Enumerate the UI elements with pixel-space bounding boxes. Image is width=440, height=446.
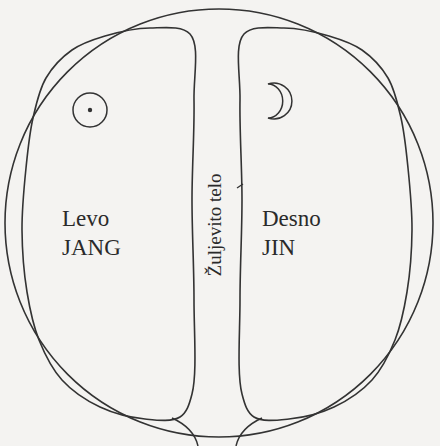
brain-stem-line (236, 418, 262, 446)
corpus-callosum-band: Žuljevito telo (195, 40, 235, 410)
hemisphere-outline-path (22, 28, 196, 421)
band-label: Žuljevito telo (203, 174, 227, 277)
sun-symbol-dot (88, 108, 92, 112)
hemisphere-label: Desno JIN (262, 205, 321, 263)
skull-outline (5, 9, 433, 437)
sun-symbol (73, 93, 107, 127)
moon-symbol (268, 83, 292, 119)
hemisphere-label: Levo JANG (62, 205, 121, 263)
left-hemisphere: Levo JANG (18, 24, 198, 424)
right-hemisphere: Desno JIN (236, 24, 416, 424)
hemisphere-outline-path (238, 28, 412, 421)
brain-stem-line (172, 418, 198, 446)
